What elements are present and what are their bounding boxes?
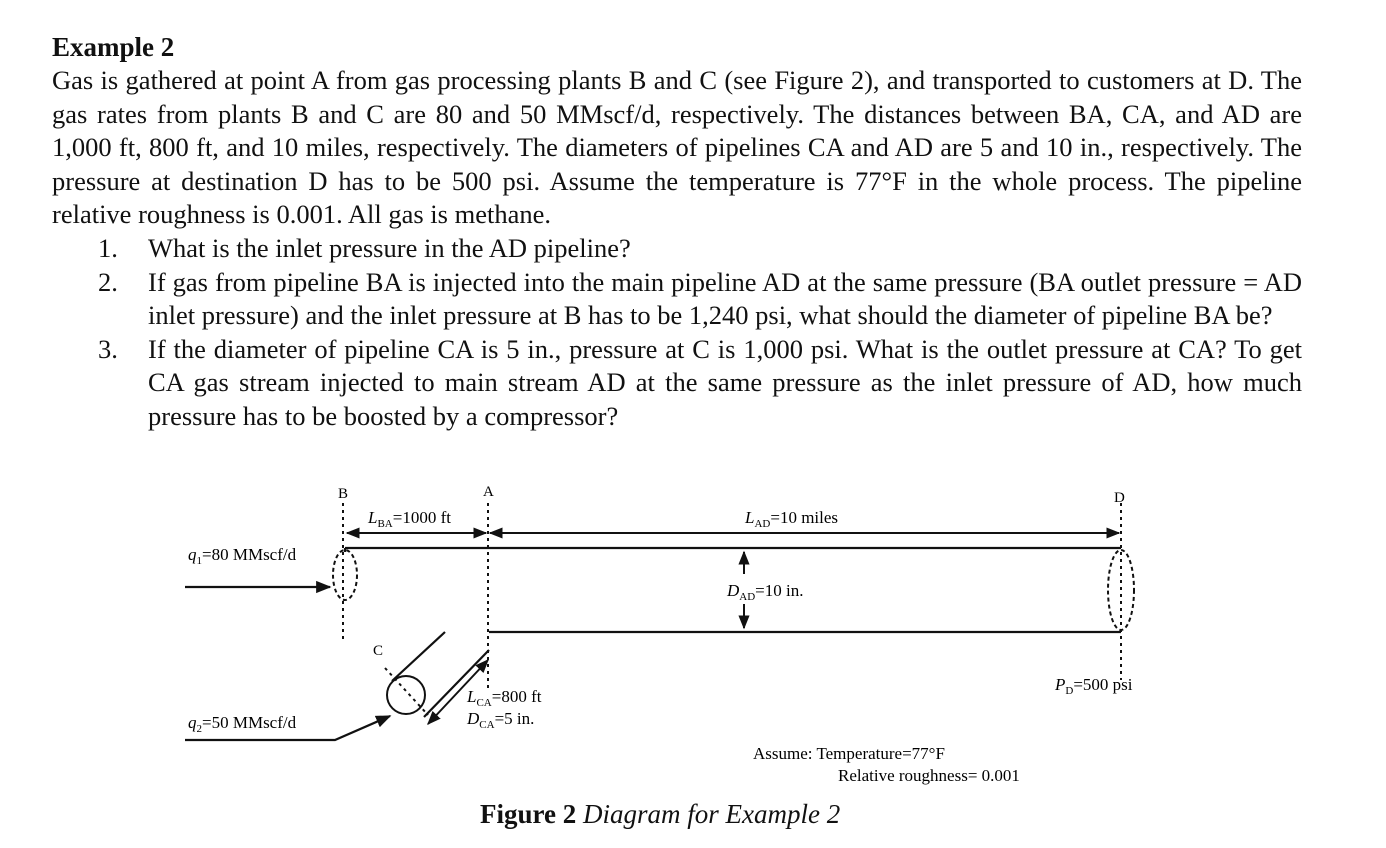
- assume-temperature: Assume: Temperature=77°F: [753, 744, 945, 763]
- question-number: 1.: [98, 233, 118, 263]
- question-text: What is the inlet pressure in the AD pip…: [148, 233, 631, 263]
- figure-caption-text: Diagram for Example 2: [583, 799, 841, 829]
- l-ca-label: LCA=800 ft: [466, 687, 542, 709]
- pipe-end-b: [332, 549, 358, 601]
- p-d-label: PD=500 psi: [1054, 675, 1133, 697]
- pipe-end-c: [386, 675, 426, 715]
- point-b-label: B: [338, 486, 348, 502]
- question-item: 3. If the diameter of pipeline CA is 5 i…: [52, 333, 1302, 434]
- question-text: If gas from pipeline BA is injected into…: [148, 266, 1302, 331]
- q1-label: q1=80 MMscf/d: [188, 545, 297, 567]
- figure-label: Figure 2: [480, 799, 577, 829]
- point-a-label: A: [483, 484, 494, 500]
- question-item: 2. If gas from pipeline BA is injected i…: [52, 266, 1302, 333]
- station-markers: [342, 503, 1122, 690]
- question-number: 2.: [98, 266, 118, 297]
- problem-paragraph: Gas is gathered at point A from gas proc…: [52, 65, 1302, 229]
- figure-caption: Figure 2 Diagram for Example 2: [480, 798, 840, 830]
- main-pipe-ad: [343, 546, 1121, 634]
- question-list: 1. What is the inlet pressure in the AD …: [52, 232, 1302, 433]
- l-ba-label: LBA=1000 ft: [367, 508, 451, 530]
- d-ad-label: DAD=10 in.: [726, 581, 803, 603]
- question-text: If the diameter of pipeline CA is 5 in.,…: [148, 333, 1302, 431]
- point-c-label: C: [373, 643, 383, 659]
- question-item: 1. What is the inlet pressure in the AD …: [52, 232, 1302, 266]
- l-ad-label: LAD=10 miles: [744, 508, 838, 530]
- pipeline-diagram: B A C D LBA=1000 ft LAD=10 miles q1=80 M…: [185, 484, 1135, 785]
- point-d-label: D: [1114, 490, 1125, 506]
- question-number: 3.: [98, 333, 118, 364]
- example-title: Example 2: [52, 32, 175, 62]
- assume-roughness: Relative roughness= 0.001: [838, 766, 1020, 785]
- d-ca-label: DCA=5 in.: [466, 709, 534, 731]
- l-ca-dimension: [427, 658, 489, 726]
- q2-label: q2=50 MMscf/d: [188, 713, 297, 735]
- q2-inflow-arrow: [185, 714, 392, 742]
